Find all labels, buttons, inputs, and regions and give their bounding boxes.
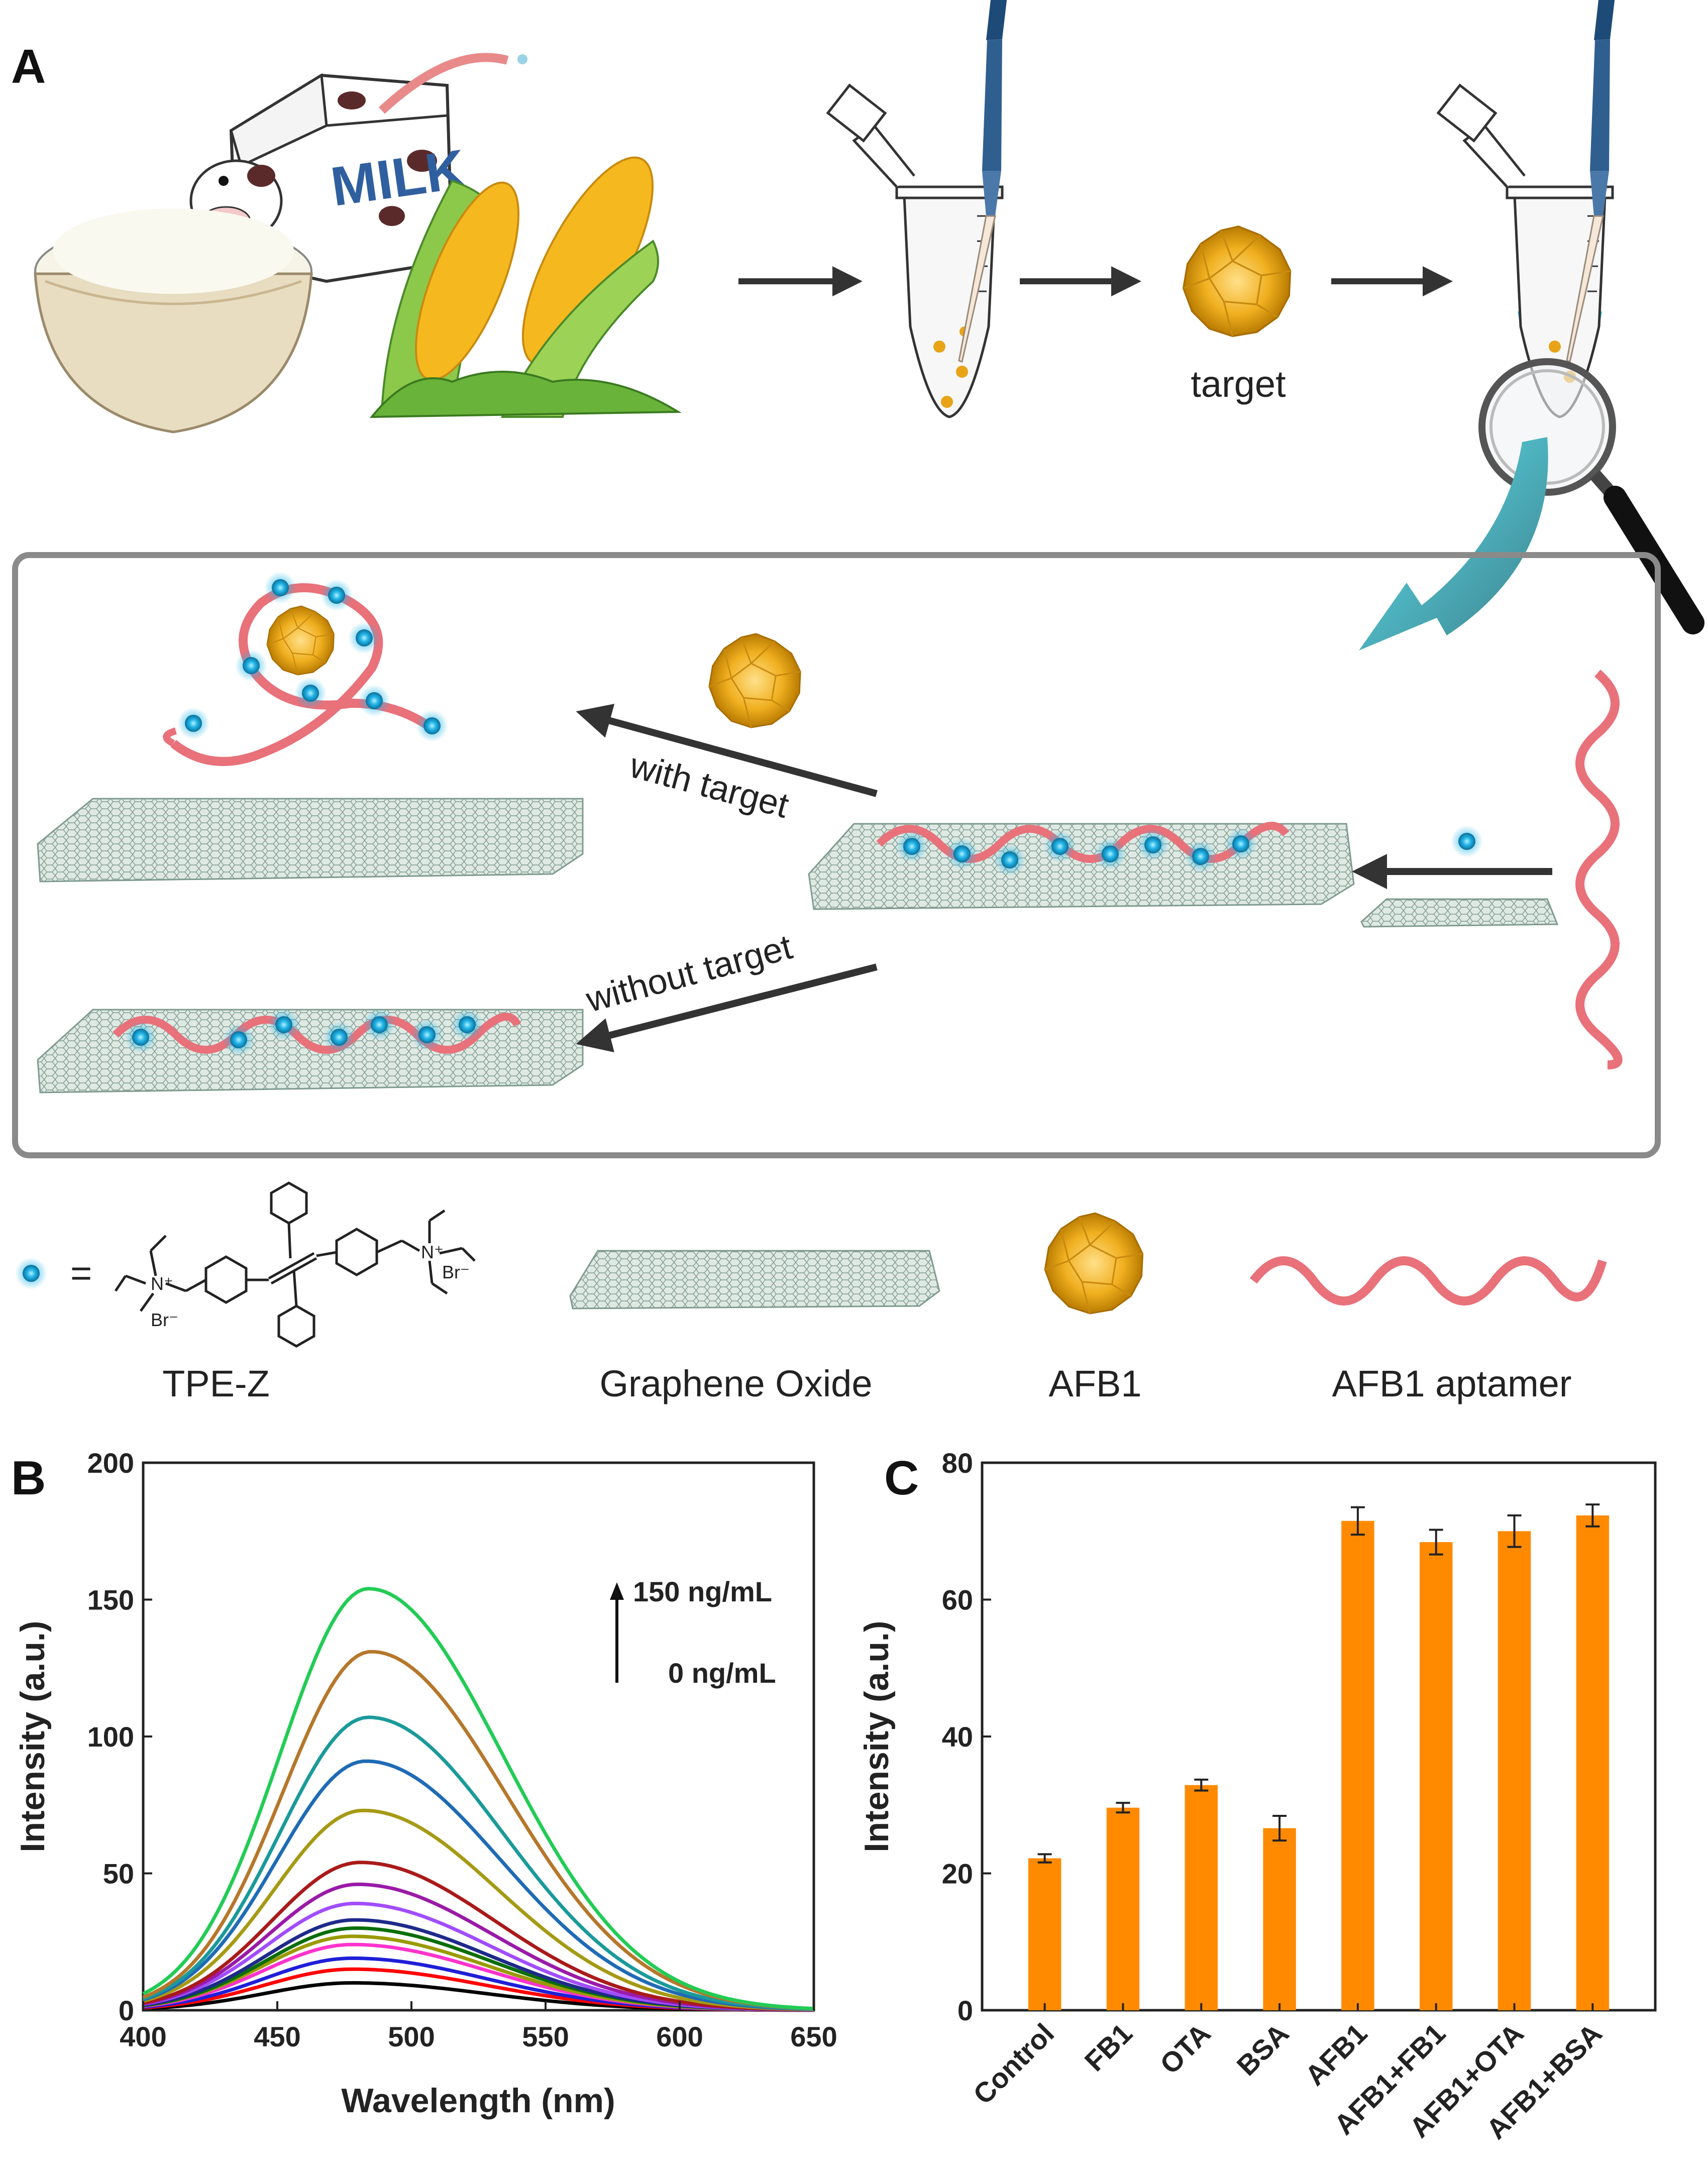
tpe-counterion-right: Br⁻ [442,1262,470,1282]
target-toxin-icon [1183,226,1292,337]
sample-tube-icon [828,85,1002,417]
chart-c-ytick-label: 60 [942,1584,973,1616]
legend-aptamer-icon [1249,1256,1607,1306]
panel-letter-b: B [11,1451,46,1505]
panel-letter-c: C [884,1451,919,1505]
chart-c-category-label: Control [967,2017,1060,2110]
chart-b-ytick-label: 100 [87,1721,134,1753]
aptamer-toxin-complex [163,572,448,766]
tpe-nitrogen-left: N⁺ [151,1273,173,1294]
chart-b-ytick-label: 0 [119,1995,134,2026]
tpe-z-structure [114,1181,476,1348]
legend-tpe-label: TPE-Z [162,1363,270,1404]
chart-b-ytick-label: 200 [87,1447,134,1479]
chart-c-category-label: FB1 [1079,2017,1138,2077]
spectrum-line-13 [142,1650,814,2011]
panel-letter-a: A [11,40,46,93]
without-target-label: without target [582,927,796,1019]
bar-3 [1263,1828,1296,2010]
chart-c-ylabel: Intensity (a.u.) [858,1621,896,1853]
legend-equals: = [70,1252,92,1294]
food-samples-illustration: MILK [34,53,682,433]
chart-c-ytick-label: 80 [942,1447,973,1479]
spectrum-line-10 [143,1808,814,2012]
mechanism-frame [12,552,1661,1158]
chart-c-frame [981,1461,1657,2012]
emission-spectra-chart: 400 450 500 550 600 650 0 50 100 150 200 Waveleng… [14,1447,837,2120]
chart-b-annotation-bottom: 0 ng/mL [668,1657,776,1689]
spectrum-line-11 [142,1759,814,2011]
chart-c-ytick-label: 40 [942,1721,973,1753]
graphene-sheet-small [1360,898,1559,928]
chart-b-annotation-top: 150 ng/mL [633,1576,772,1607]
adsorbed-aptamer-bottom [113,1013,521,1054]
chart-b-ytick-label: 50 [103,1858,134,1890]
bar-5 [1420,1542,1453,2010]
free-aptamer [1575,670,1623,1069]
rice-bowl-icon [34,208,313,433]
tpe-nitrogen-right: N⁺ [421,1242,444,1262]
chart-c-category-label: OTA [1154,2017,1217,2080]
zoom-arrow [1359,437,1548,650]
chart-b-xtick-label: 450 [254,2021,300,2052]
target-label: target [1191,363,1286,405]
chart-c-category-label: BSA [1230,2017,1295,2082]
approaching-toxin-icon [708,633,801,728]
bar-7 [1576,1515,1610,2010]
chart-b-ylabel: Intensity (a.u.) [14,1621,52,1853]
chart-b-xlabel: Wavelength (nm) [341,2082,615,2120]
graphene-sheet-left-bottom [37,1009,584,1094]
corn-icon [369,156,682,418]
chart-b-xtick-label: 650 [790,2021,837,2052]
chart-c-ytick-label: 20 [942,1858,973,1890]
graphene-sheet-left-top [37,798,584,883]
legend-graphene-label: Graphene Oxide [599,1363,872,1404]
chart-c-category-label: AFB1 [1299,2017,1373,2092]
spectrum-line-9 [143,1861,814,2012]
with-target-label: with target [625,745,793,825]
bar-0 [1028,1858,1061,2010]
spectrum-line-14 [142,1587,814,2011]
bar-4 [1341,1520,1374,2010]
spectrum-line-12 [142,1715,814,2011]
chart-b-ytick-label: 150 [87,1584,134,1616]
chart-b-xtick-label: 400 [120,2021,166,2052]
legend-toxin-icon [1044,1212,1144,1315]
free-dye-icon [1451,825,1483,857]
bar-2 [1185,1785,1218,2010]
legend-afb1-label: AFB1 [1048,1363,1141,1404]
bar-6 [1498,1531,1531,2010]
bar-1 [1106,1807,1140,2010]
with-target-arrow [576,704,878,797]
adsorbed-aptamer-middle [876,822,1290,863]
chart-b-arrowhead [610,1582,624,1600]
legend-graphene-icon [569,1250,940,1310]
chart-b-xtick-label: 550 [522,2021,569,2052]
legend-dye-icon [15,1257,47,1289]
tpe-counterion-left: Br⁻ [151,1310,178,1330]
chart-c-ytick-label: 0 [957,1995,973,2026]
chart-b-xtick-label: 500 [388,2021,435,2052]
chart-b-xtick-label: 600 [656,2021,703,2052]
legend-aptamer-label: AFB1 aptamer [1332,1363,1571,1404]
without-target-arrow [576,963,878,1052]
